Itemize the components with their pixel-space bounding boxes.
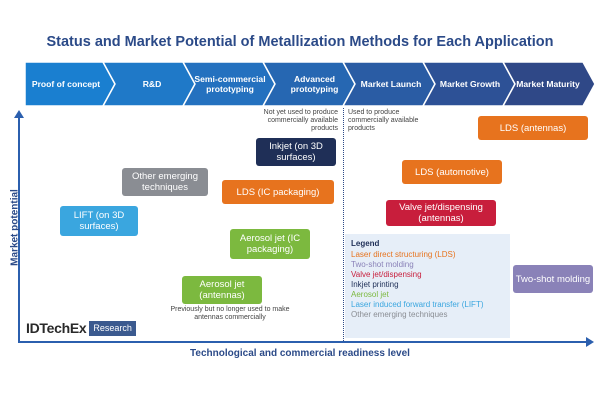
stage-chevron-3 xyxy=(262,62,356,106)
box-lds-automotive: LDS (automotive) xyxy=(402,160,502,184)
stage-chevron-5 xyxy=(422,62,516,106)
x-axis-line xyxy=(18,341,588,343)
note-not-yet-commercial: Not yet used to produce commercially ava… xyxy=(263,109,338,132)
stage-label-proof-of-concept: Proof of concept xyxy=(31,79,101,89)
logo-wordmark: IDTechEx xyxy=(26,320,87,336)
box-lift-3d-surfaces: LIFT (on 3D surfaces) xyxy=(60,206,138,236)
x-axis-label: Technological and commercial readiness l… xyxy=(190,348,410,359)
legend: Legend Laser direct structuring (LDS) Tw… xyxy=(345,234,510,338)
stage-chevron-6 xyxy=(502,62,595,106)
logo-research-badge: Research xyxy=(89,320,136,336)
box-lds-ic-packaging: LDS (IC packaging) xyxy=(222,180,334,204)
y-axis-arrowhead xyxy=(14,110,24,118)
stage-label-market-launch: Market Launch xyxy=(360,79,422,89)
stage-label-market-growth: Market Growth xyxy=(439,79,501,89)
legend-item-aerosol-jet: Aerosol jet xyxy=(351,290,389,299)
legend-item-two-shot-molding: Two-shot molding xyxy=(351,260,414,269)
legend-item-lift: Laser induced forward transfer (LIFT) xyxy=(351,300,484,309)
stage-chevrons xyxy=(25,62,595,106)
stage-label-rnd: R&D xyxy=(142,79,162,89)
box-lds-antennas: LDS (antennas) xyxy=(478,116,588,140)
y-axis-line xyxy=(18,116,20,342)
legend-item-inkjet: Inkjet printing xyxy=(351,280,399,289)
commercial-divider-line xyxy=(343,108,344,341)
box-aerosol-jet-antennas: Aerosol jet (antennas) xyxy=(182,276,262,304)
idtechex-logo: IDTechEx Research xyxy=(26,320,136,336)
legend-item-valve-jet: Valve jet/dispensing xyxy=(351,270,422,279)
box-valve-jet-dispensing-antennas: Valve jet/dispensing (antennas) xyxy=(386,200,496,226)
box-two-shot-molding: Two-shot molding xyxy=(513,265,593,293)
note-previously-used: Previously but no longer used to make an… xyxy=(170,306,290,321)
stage-arrow-bar: Proof of concept R&D Semi-commercial pro… xyxy=(25,62,595,106)
note-used-commercially: Used to produce commercially available p… xyxy=(348,109,419,132)
x-axis-arrowhead xyxy=(586,337,594,347)
legend-item-other-emerging: Other emerging techniques xyxy=(351,310,448,319)
diagram-title: Status and Market Potential of Metalliza… xyxy=(46,34,554,50)
box-other-emerging-techniques: Other emerging techniques xyxy=(122,168,208,196)
stage-label-market-maturity: Market Maturity xyxy=(516,79,580,89)
y-axis-label: Market potential xyxy=(9,189,21,266)
stage-label-advanced-prototyping: Advanced prototyping xyxy=(290,74,339,94)
legend-title: Legend xyxy=(351,239,380,248)
stage-label-semi-commercial: Semi-commercial prototyping xyxy=(194,74,266,94)
box-inkjet-3d-surfaces: Inkjet (on 3D surfaces) xyxy=(256,138,336,166)
legend-item-lds: Laser direct structuring (LDS) xyxy=(351,250,456,259)
stage-chevron-2 xyxy=(182,62,276,106)
stage-chevron-4 xyxy=(342,62,436,106)
stage-chevron-1 xyxy=(102,62,196,106)
box-aerosol-jet-ic-packaging: Aerosol jet (IC packaging) xyxy=(230,229,310,259)
